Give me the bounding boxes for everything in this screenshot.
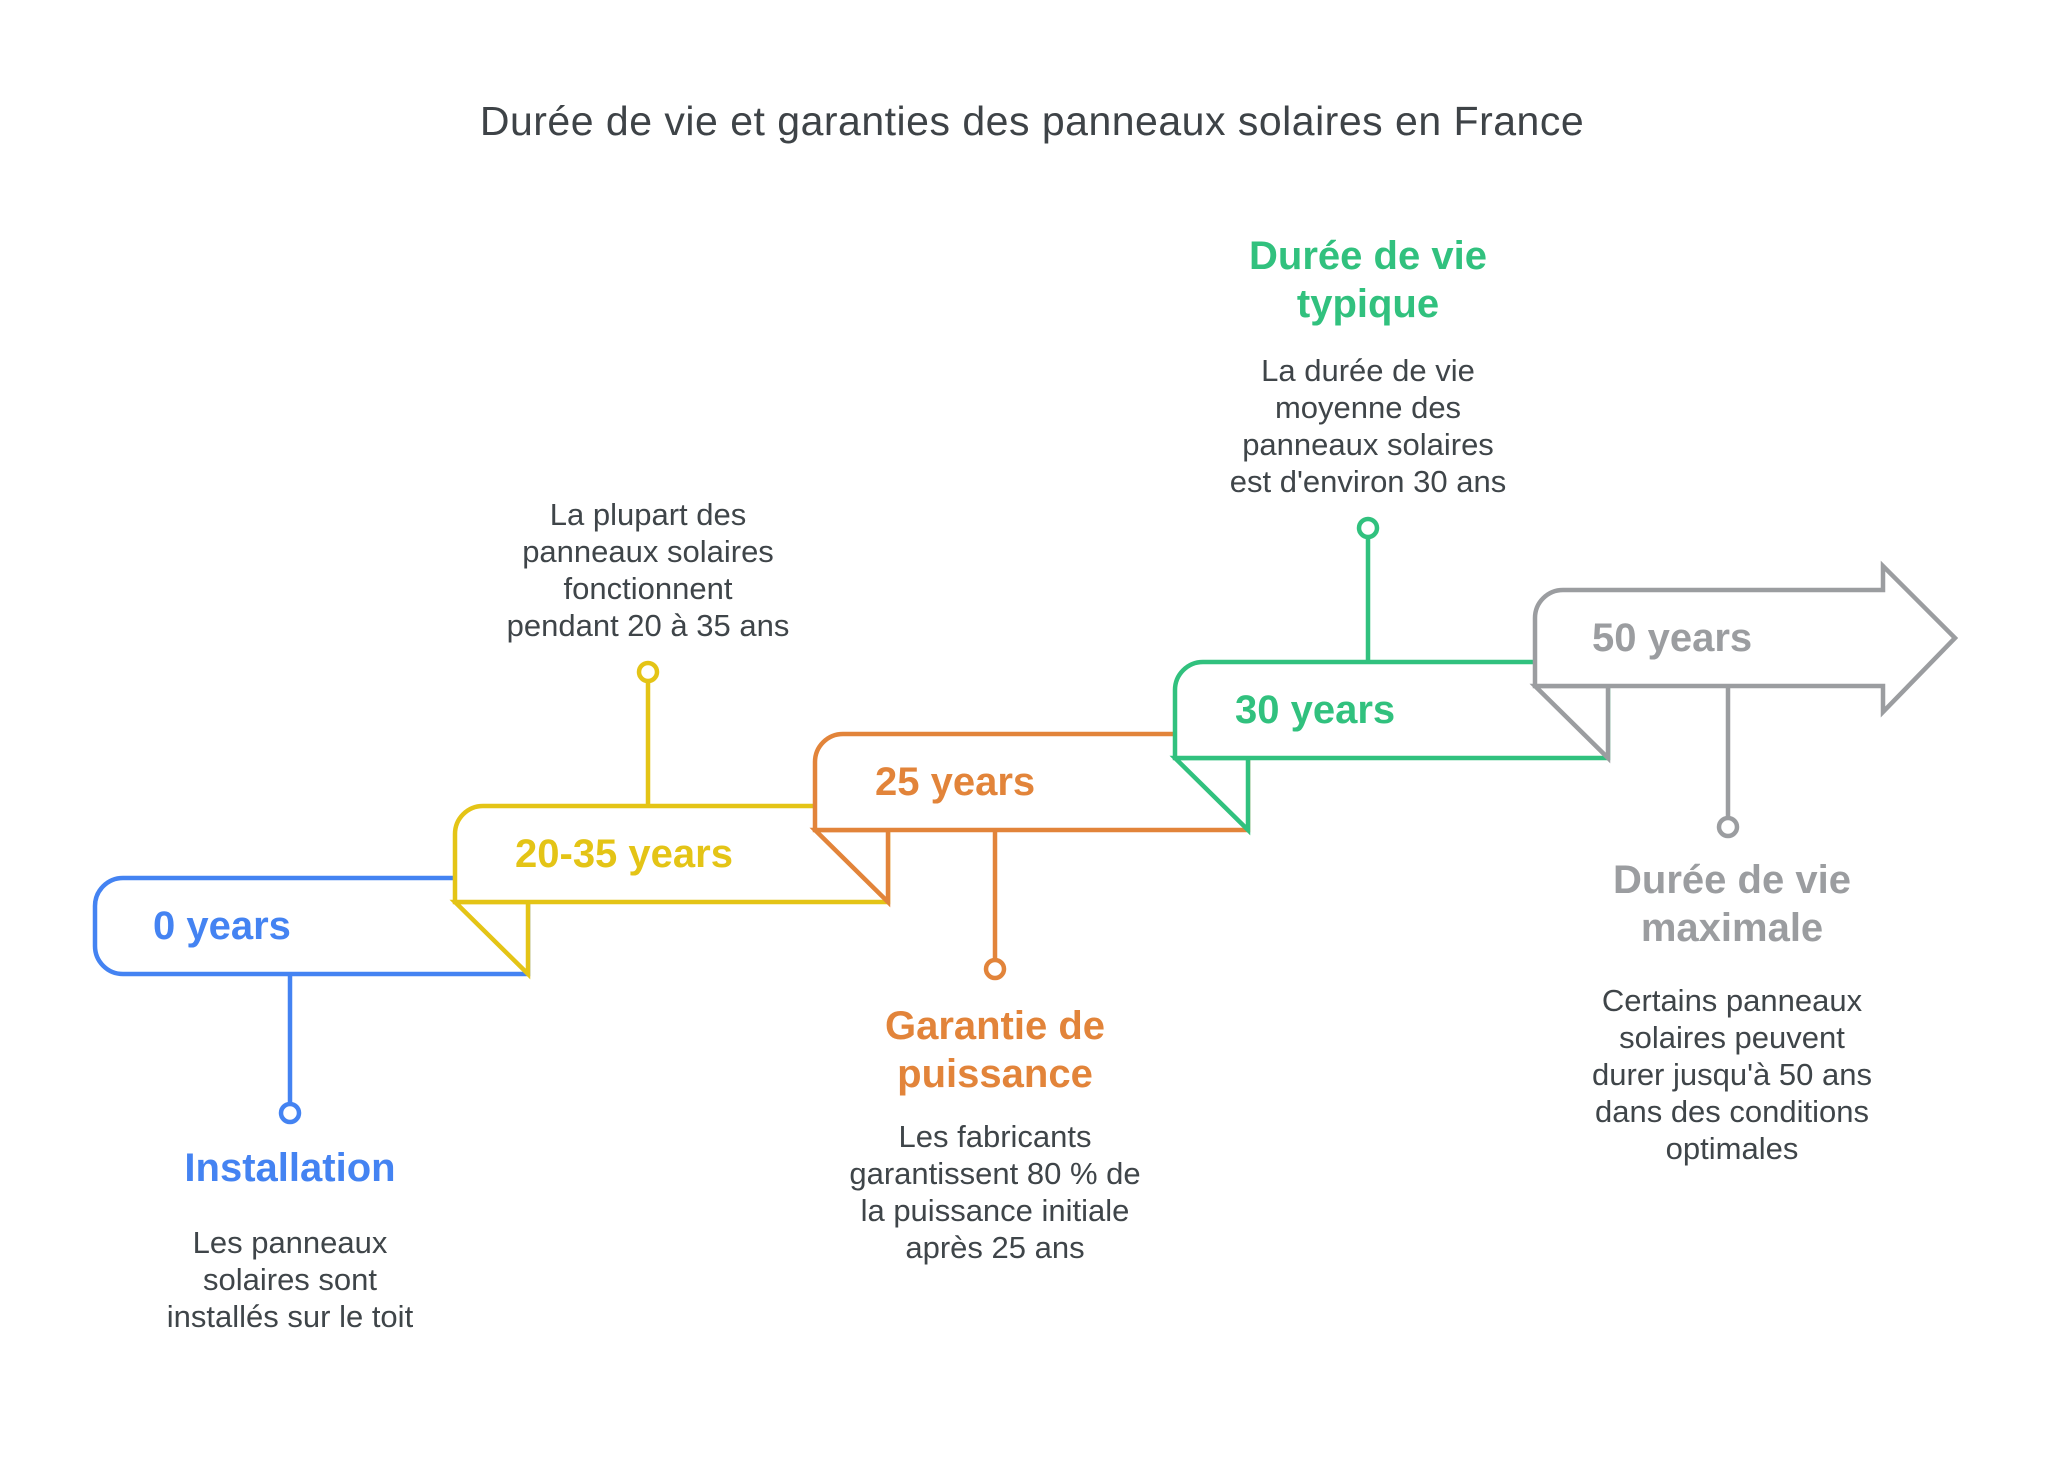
connector-dot-installation (278, 1101, 302, 1125)
step-heading-installation: Installation (184, 1146, 396, 1190)
connector-dot-duree-typique (1356, 516, 1380, 540)
step-description-garantie: Les fabricants garantissent 80 % de la p… (849, 1119, 1141, 1265)
ribbon-label-0-years: 0 years (153, 904, 291, 948)
step-heading-garantie: Garantie de puissance (884, 1004, 1106, 1096)
diagram-title: Durée de vie et garanties des panneaux s… (479, 98, 1585, 144)
ribbon-label-30-years: 30 years (1235, 688, 1396, 732)
step-description-duree-maximale: Certains panneaux solaires peuvent durer… (1592, 983, 1872, 1166)
ribbon-label-50-years: 50 years (1592, 616, 1753, 660)
connector-dot-20-35-years (636, 660, 660, 684)
ribbon-banner-30-years (1172, 659, 1611, 761)
ribbon-arrow-50-years (1532, 560, 1959, 718)
step-heading-duree-maximale: Durée de vie maximale (1613, 858, 1851, 950)
step-description-duree-typique: La durée de vie moyenne des panneaux sol… (1229, 353, 1507, 499)
step-heading-duree-typique: Durée de vie typique (1249, 234, 1487, 326)
ribbon-banner-20-35-years (452, 803, 891, 905)
step-description-20-35-years: La plupart des panneaux solaires fonctio… (506, 497, 790, 643)
connector-dot-garantie (983, 957, 1007, 981)
ribbon-banner-0-years (92, 875, 531, 977)
connector-dot-duree-maximale (1716, 815, 1740, 839)
ribbon-label-20-35-years: 20-35 years (515, 832, 733, 876)
ribbon-banner-25-years (812, 731, 1251, 833)
ribbon-label-25-years: 25 years (875, 760, 1036, 804)
step-description-installation: Les panneaux solaires sont installés sur… (166, 1225, 414, 1334)
